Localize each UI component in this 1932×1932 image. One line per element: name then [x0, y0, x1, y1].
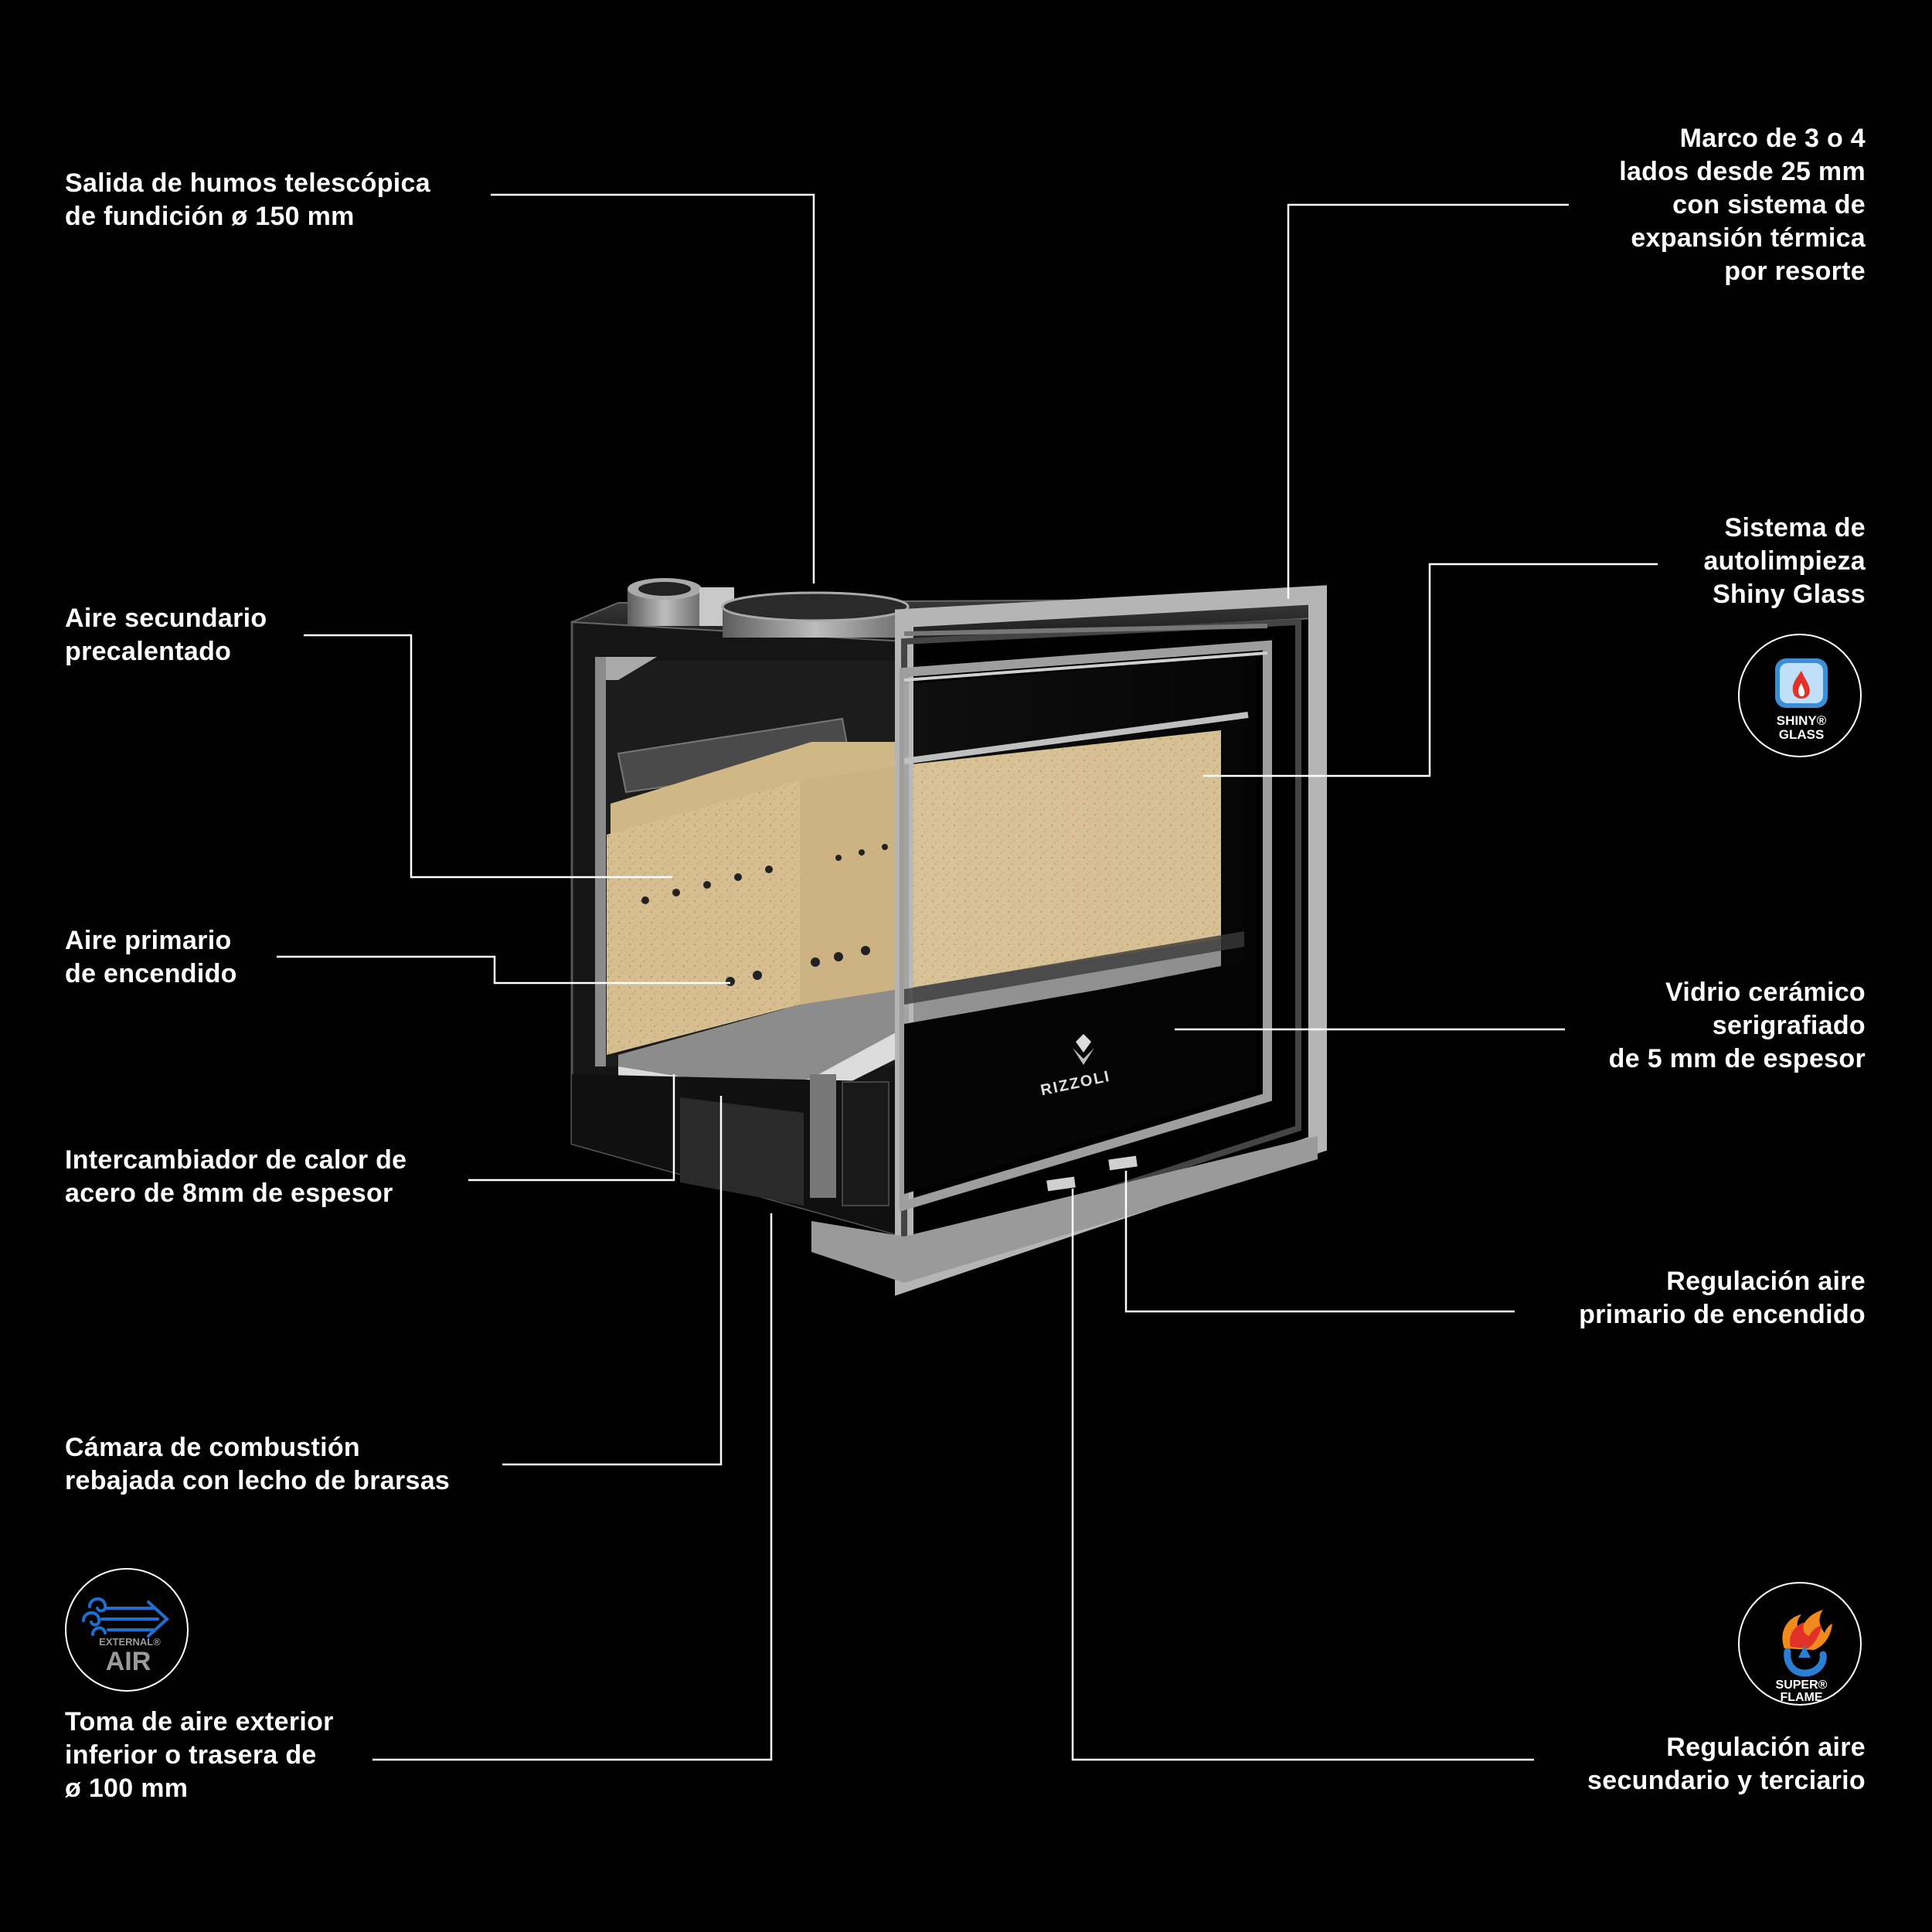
leader-intercambiador	[468, 1074, 675, 1182]
leader-lines	[277, 193, 1658, 1761]
shiny-glass-badge: SHINY® GLASS	[1738, 634, 1862, 757]
label-salida-humos: Salida de humos telescópica de fundición…	[65, 168, 430, 231]
super-flame-badge: SUPER® FLAME	[1738, 1582, 1862, 1706]
air-holes	[641, 844, 888, 986]
svg-text:SHINY®: SHINY®	[1777, 713, 1827, 728]
primary-air-regulation-handle	[1108, 1155, 1138, 1171]
svg-text:SUPER®: SUPER®	[1776, 1679, 1828, 1692]
label-regulacion-secundario: Regulación aire secundario y terciario	[1587, 1733, 1866, 1795]
svg-text:FLAME: FLAME	[1780, 1691, 1822, 1704]
label-aire-secundario: Aire secundario precalentado	[65, 604, 267, 666]
leader-aire-primario	[277, 955, 730, 985]
glass-silkscreen-band	[904, 962, 1256, 1194]
refractory-left-wall	[607, 781, 800, 1055]
label-marco: Marco de 3 o 4 lados desde 25 mm con sis…	[1619, 124, 1866, 286]
leader-regulacion-primario	[1124, 1171, 1515, 1313]
svg-text:GLASS: GLASS	[1779, 727, 1825, 742]
label-sistema-autolimpieza: Sistema de autolimpieza Shiny Glass	[1703, 513, 1866, 609]
secondary-air-regulation-handle	[1046, 1176, 1076, 1192]
leader-salida-humos	[491, 193, 815, 583]
heat-exchanger-wall	[595, 657, 606, 1066]
label-regulacion-primario: Regulación aire primario de encendido	[1579, 1267, 1866, 1329]
leader-regulacion-secundario	[1071, 1189, 1534, 1761]
label-camara: Cámara de combustión rebajada con lecho …	[65, 1433, 451, 1495]
rizzoli-logo	[1073, 1034, 1094, 1065]
svg-text:AIR: AIR	[106, 1647, 151, 1676]
leader-aire-secundario	[304, 634, 672, 879]
leader-sistema-autolimpieza	[1203, 563, 1658, 777]
super-flame-icon	[1782, 1610, 1832, 1677]
wind-icon	[82, 1597, 169, 1638]
front-frame-bottom	[811, 1136, 1318, 1283]
label-aire-primario: Aire primario de encendido	[65, 926, 237, 988]
external-air-badge: EXTERNAL® AIR	[65, 1568, 189, 1692]
label-toma-aire: Toma de aire exterior inferior o trasera…	[65, 1707, 334, 1803]
svg-text:EXTERNAL®: EXTERNAL®	[99, 1636, 161, 1648]
leader-toma-aire	[372, 1213, 773, 1761]
leader-camara	[502, 1096, 723, 1466]
label-vidrio: Vidrio cerámico serigrafiado de 5 mm de …	[1608, 978, 1866, 1073]
label-intercambiador: Intercambiador de calor de acero de 8mm …	[65, 1145, 407, 1208]
leader-marco	[1287, 203, 1569, 599]
